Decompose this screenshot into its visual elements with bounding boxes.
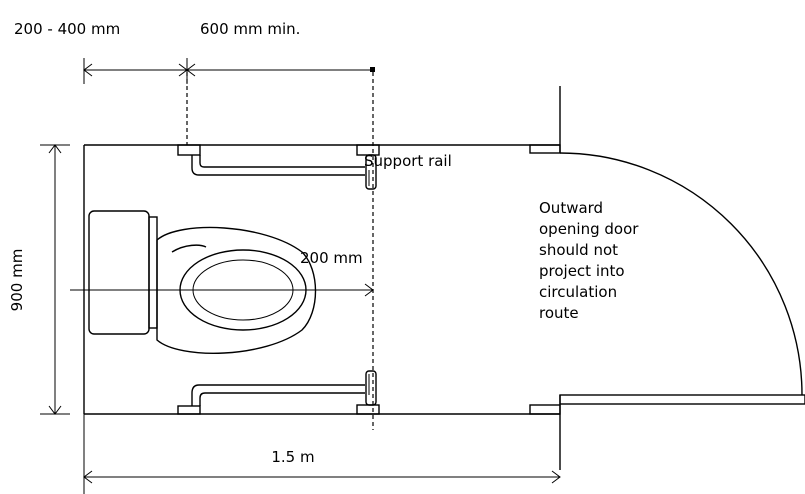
door-note-line: route: [539, 304, 579, 322]
door-note-line: circulation: [539, 283, 617, 301]
length-label: 1.5 m: [271, 448, 314, 466]
support-rail-top: [177, 144, 380, 190]
door-note-line: Outward: [539, 199, 603, 217]
cistern: [88, 210, 150, 335]
toilet: [88, 210, 317, 354]
door-leaf: [559, 394, 805, 405]
support-rail-label: Support rail: [364, 152, 452, 170]
top-dimension-line: [83, 58, 375, 84]
width-900-label: 900 mm: [8, 249, 26, 312]
grab-offset-label: 200 - 400 mm: [14, 20, 120, 38]
door-note-line: project into: [539, 262, 625, 280]
door-stop-top: [529, 144, 561, 154]
door-swing: [559, 152, 805, 405]
room-walls: [83, 86, 561, 470]
width-dimension: [40, 144, 70, 415]
door-note-line: opening door: [539, 220, 639, 238]
length-dimension: [83, 414, 561, 494]
toilet-bowl: [156, 226, 317, 354]
door-note: Outward opening door should not project …: [539, 199, 639, 322]
door-note-line: should not: [539, 241, 618, 259]
cistern-lid-edge: [148, 216, 158, 329]
door-swing-arc: [559, 152, 803, 396]
center-200-label: 200 mm: [300, 249, 363, 267]
support-rail-bottom: [177, 370, 380, 415]
centerline-arrow: [364, 283, 374, 297]
clear-min-label: 600 mm min.: [200, 20, 300, 38]
door-stop-bottom: [529, 404, 561, 415]
seat-hinge: [171, 244, 207, 253]
